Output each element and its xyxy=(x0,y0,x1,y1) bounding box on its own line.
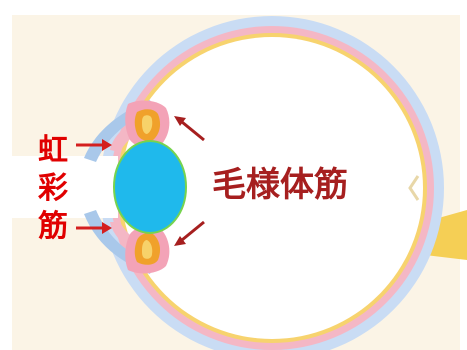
iris-label-char-2: 彩 xyxy=(38,171,68,206)
optic-disc-notch xyxy=(408,175,420,201)
iris-arrow-lower xyxy=(76,222,112,234)
ciliary-core-lower xyxy=(142,240,153,259)
ciliary-arrow-upper xyxy=(174,116,205,142)
ciliary-core-upper xyxy=(142,115,153,134)
iris-arrow-upper xyxy=(76,139,112,151)
lens xyxy=(113,140,187,234)
ciliary-arrow-lower xyxy=(174,220,205,246)
ciliary-muscle-label: 毛様体筋 xyxy=(212,165,348,205)
front-opening xyxy=(0,156,118,218)
vitreous-body xyxy=(121,37,423,339)
iris-label-char-1: 虹 xyxy=(38,133,68,168)
iris-label-char-3: 筋 xyxy=(38,209,68,244)
